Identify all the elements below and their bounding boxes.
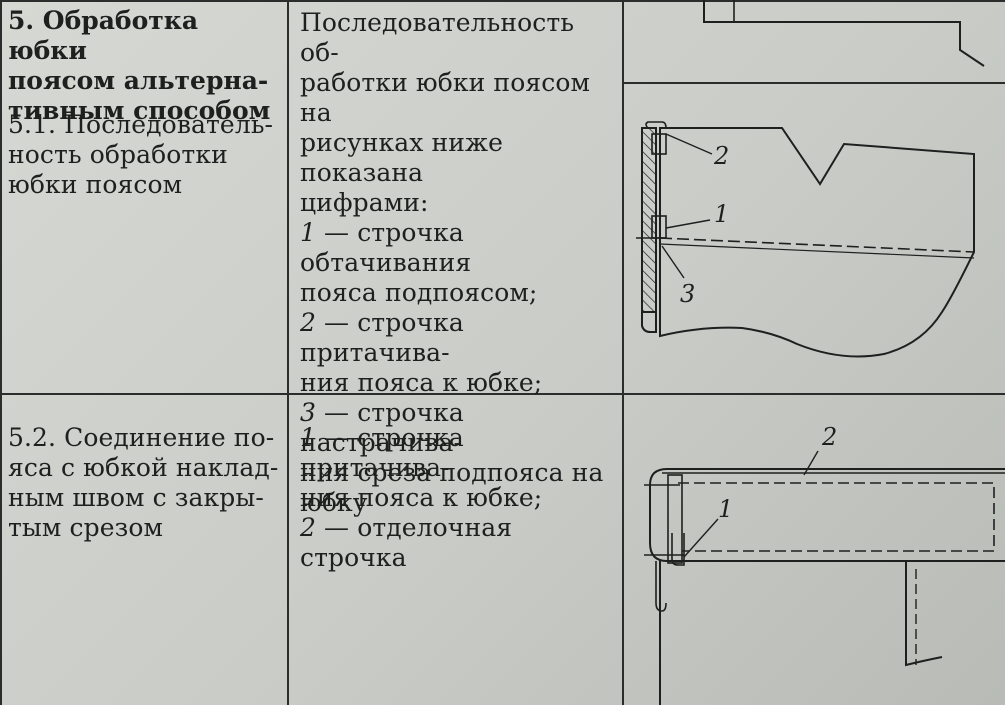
description-line: ния пояса к юбке; xyxy=(300,368,543,397)
subsection-5-1-line: 5.1. Последователь- xyxy=(8,110,274,139)
figure-label: 2 xyxy=(713,142,729,170)
subsection-5-2-title: 5.2. Соединение по- яса с юбкой наклад- … xyxy=(8,423,284,543)
waistband-outline xyxy=(649,468,1005,562)
table-row-divider-upper xyxy=(622,82,1005,84)
subsection-5-2-line: тым срезом xyxy=(8,513,164,542)
section-5-title-line: 5. Обработка юбки xyxy=(8,6,199,65)
line-number: 1 xyxy=(300,423,317,452)
subsection-5-1-title: 5.1. Последователь- ность обработки юбки… xyxy=(8,110,284,200)
subsection-5-1-description: Последовательность об- работки юбки пояс… xyxy=(300,8,616,518)
section-5-title-line: тивным способом xyxy=(8,96,271,125)
description-line: 1 — строчка притачива- xyxy=(300,423,616,483)
description-line: ния среза подпояса на xyxy=(300,458,604,487)
waistband-figure-5-1: 2 1 3 xyxy=(636,121,975,358)
line-text: — строчка обтачивания xyxy=(300,218,472,277)
section-5-title-line: поясом альтерна- xyxy=(8,66,269,95)
line-number: 2 xyxy=(300,308,317,337)
table-row-divider-top xyxy=(0,0,1005,2)
description-line: 1 — строчка обтачивания xyxy=(300,218,616,278)
description-line: рисунках ниже показана xyxy=(300,128,504,187)
table-row-divider xyxy=(0,393,1005,395)
previous-figure-fragment xyxy=(703,0,985,67)
line-text: — строчка настрачива- xyxy=(300,398,464,457)
description-line: 3 — строчка настрачива- xyxy=(300,398,616,458)
line-number: 1 xyxy=(300,218,317,247)
description-line: Последовательность об- xyxy=(300,8,575,67)
subsection-5-1-line: ность обработки xyxy=(8,140,228,169)
line-text: — строчка притачива- xyxy=(300,308,464,367)
line-number: 2 xyxy=(300,513,317,542)
description-line: ния пояса к юбке; xyxy=(300,483,543,512)
figure-label: 2 xyxy=(821,423,837,451)
table-column-divider-2 xyxy=(622,0,624,705)
description-line: цифрами: xyxy=(300,188,429,217)
figure-label: 1 xyxy=(714,200,729,228)
subsection-5-2-description: 1 — строчка притачива- ния пояса к юбке;… xyxy=(300,423,616,573)
description-line: 2 — отделочная строчка xyxy=(300,513,616,573)
figure-label: 1 xyxy=(718,495,733,523)
table-border-left xyxy=(0,0,2,705)
description-line: 2 — строчка притачива- xyxy=(300,308,616,368)
subsection-5-2-line: 5.2. Соединение по- xyxy=(8,423,275,452)
line-text: — отделочная строчка xyxy=(300,513,513,572)
stitch-line xyxy=(659,237,975,253)
line-number: 3 xyxy=(300,398,317,427)
description-line: работки юбки поясом на xyxy=(300,68,591,127)
subsection-5-2-line: ным швом с закры- xyxy=(8,483,264,512)
subsection-5-1-line: юбки поясом xyxy=(8,170,183,199)
section-5-title: 5. Обработка юбки поясом альтерна- тивны… xyxy=(8,6,284,126)
description-line: юбку xyxy=(300,488,368,517)
waistband-section xyxy=(641,127,657,313)
table-column-divider-1 xyxy=(287,0,289,705)
figure-label: 3 xyxy=(680,280,695,308)
subsection-5-2-line: яса с юбкой наклад- xyxy=(8,453,279,482)
description-line: пояса подпоясом; xyxy=(300,278,538,307)
waistband-figure-5-2: 2 1 xyxy=(644,423,1005,705)
line-text: — строчка притачива- xyxy=(300,423,464,482)
skirt-outline xyxy=(659,127,975,358)
